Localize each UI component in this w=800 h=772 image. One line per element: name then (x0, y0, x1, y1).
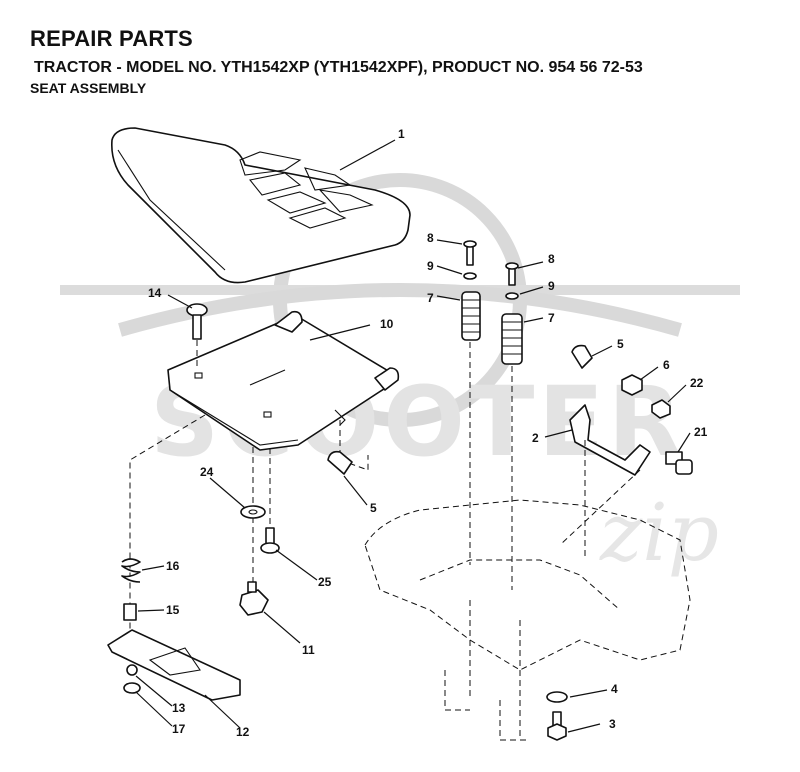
clip-5-upper-part (571, 344, 593, 369)
nut-22-part (651, 399, 671, 419)
callout-15: 15 (166, 603, 180, 617)
callout-5-upper: 5 (617, 337, 624, 351)
callout-5-lower: 5 (370, 501, 377, 515)
callouts: 1 2 3 4 5 5 6 7 7 8 8 9 9 10 11 12 13 14… (148, 127, 708, 739)
callout-14: 14 (148, 286, 162, 300)
callout-13: 13 (172, 701, 186, 715)
callout-9-left: 9 (427, 259, 434, 273)
callout-17: 17 (172, 722, 186, 736)
slide-rail-12-part (107, 629, 241, 701)
callout-10: 10 (380, 317, 394, 331)
callout-8-left: 8 (427, 231, 434, 245)
spring-bolt-left (461, 240, 481, 341)
bolt-25-part (260, 527, 280, 554)
spring-bolt-right (501, 262, 523, 365)
seat-part (111, 127, 411, 284)
washer-17-part (123, 682, 141, 694)
callout-22: 22 (690, 376, 704, 390)
washer-4-part (546, 691, 568, 703)
bracket-2-part (569, 404, 651, 476)
bolt-14-part (186, 303, 208, 340)
clip-5-lower-part (327, 450, 353, 475)
callout-7-right: 7 (548, 311, 555, 325)
washer-24-part (240, 505, 266, 519)
callout-3: 3 (609, 717, 616, 731)
spring-16-part (121, 558, 141, 583)
header-title: REPAIR PARTS (30, 26, 193, 51)
knob-11-part (239, 581, 269, 616)
watermark-script: zip (599, 486, 719, 579)
callout-2: 2 (532, 431, 539, 445)
callout-1: 1 (398, 127, 405, 141)
callout-25: 25 (318, 575, 332, 589)
bolt-3-part (547, 711, 567, 741)
callout-11: 11 (302, 643, 315, 657)
callout-16: 16 (166, 559, 180, 573)
callout-7-left: 7 (427, 291, 434, 305)
callout-8-right: 8 (548, 252, 555, 266)
callout-12: 12 (236, 725, 250, 739)
nut-13-part (126, 664, 138, 676)
leader-lines (135, 139, 691, 733)
spacer-15-part (123, 603, 137, 621)
section-title: SEAT ASSEMBLY (30, 80, 147, 96)
bolt-21-part (665, 451, 693, 475)
callout-6: 6 (663, 358, 670, 372)
callout-9-right: 9 (548, 279, 555, 293)
nut-6-part (621, 374, 643, 396)
callout-24: 24 (200, 465, 214, 479)
callout-4: 4 (611, 682, 618, 696)
header-subtitle: TRACTOR - MODEL NO. YTH1542XP (YTH1542XP… (34, 59, 643, 76)
seat-pan-part (167, 310, 400, 451)
callout-21: 21 (694, 425, 708, 439)
fender-outline (364, 499, 691, 741)
